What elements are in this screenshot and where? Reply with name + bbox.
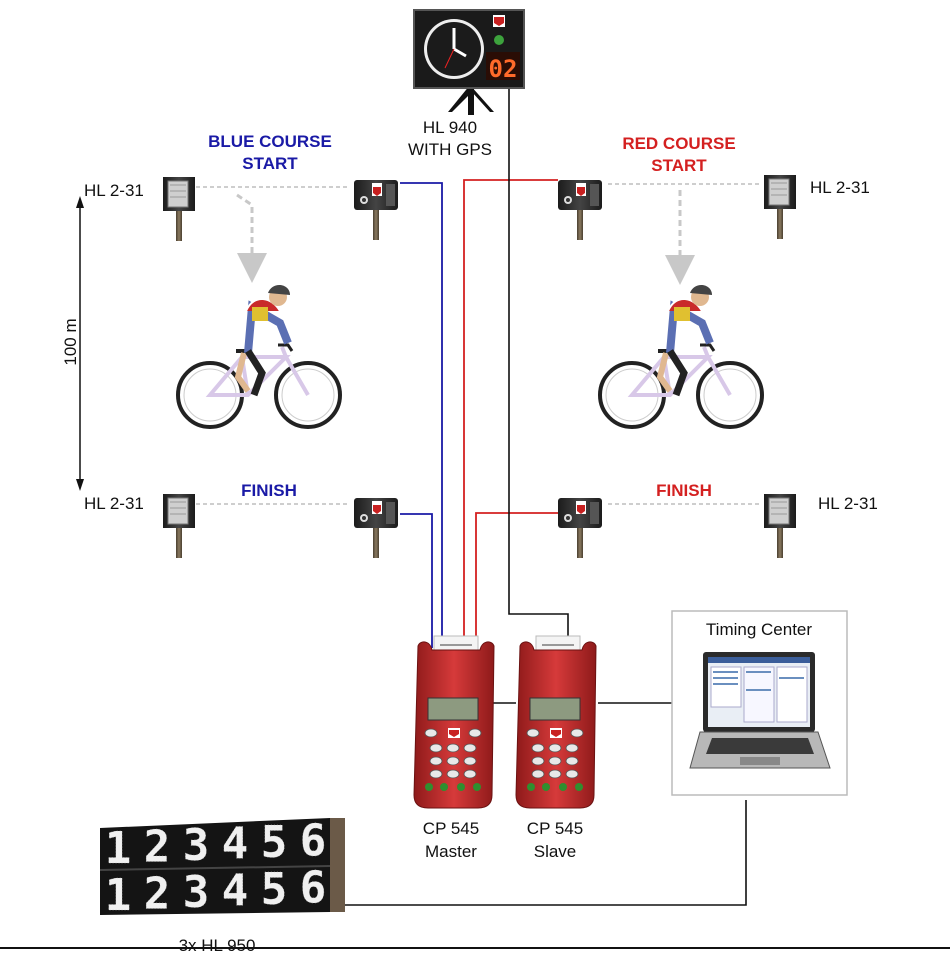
red-start-cable bbox=[463, 179, 558, 648]
distance-label: 100 m bbox=[61, 318, 80, 365]
scoreboard-digit: 4 bbox=[222, 819, 249, 870]
red-finish-title: FINISH bbox=[656, 481, 712, 500]
cp545-printer-icon bbox=[515, 635, 597, 809]
scoreboard-digit: 3 bbox=[183, 867, 210, 918]
red-finish-cable bbox=[475, 512, 558, 648]
cp545-printer-icon bbox=[413, 635, 495, 809]
reflector-icon bbox=[763, 174, 797, 240]
blue-finish-title: FINISH bbox=[241, 481, 297, 500]
photocell-icon bbox=[354, 180, 398, 240]
cp-master-label-line1: CP 545 bbox=[423, 819, 479, 838]
photocell-icon bbox=[354, 498, 398, 558]
scoreboard-digit: 2 bbox=[144, 822, 171, 873]
red-start-title-line1: RED COURSE bbox=[622, 134, 735, 153]
scoreboard-digit: 2 bbox=[144, 869, 171, 920]
hl231-label-top-right: HL 2-31 bbox=[810, 178, 870, 197]
cyclist-icon bbox=[600, 285, 762, 427]
blue-finish-cable bbox=[400, 513, 433, 648]
reflector-icon bbox=[162, 176, 196, 242]
scoreboard-digit: 5 bbox=[261, 864, 288, 915]
hl940-label-line1: HL 940 bbox=[423, 118, 477, 137]
scoreboard-digit: 1 bbox=[105, 823, 132, 874]
scoreboard-cable bbox=[345, 800, 747, 906]
blue-start-title-line1: BLUE COURSE bbox=[208, 132, 332, 151]
hl231-label-bottom-left: HL 2-31 bbox=[84, 494, 144, 513]
scoreboard-digit: 6 bbox=[300, 863, 327, 914]
blue-start-cable bbox=[400, 182, 443, 648]
scoreboard-digit: 6 bbox=[300, 816, 327, 867]
reflector-icon bbox=[763, 493, 797, 559]
cp-slave-label-line1: CP 545 bbox=[527, 819, 583, 838]
laptop-icon bbox=[689, 652, 831, 769]
red-start-title-line2: START bbox=[651, 156, 707, 175]
scoreboard-digit: 1 bbox=[105, 870, 132, 921]
hl231-label-bottom-right: HL 2-31 bbox=[818, 494, 878, 513]
scoreboard-label: 3x HL 950 bbox=[179, 936, 256, 953]
scoreboard-digit: 3 bbox=[183, 820, 210, 871]
reflector-icon bbox=[162, 493, 196, 559]
photocell-icon bbox=[558, 498, 602, 558]
distance-arrow bbox=[76, 196, 84, 491]
clock-digits: 02 bbox=[489, 55, 518, 83]
hl940-label-line2: WITH GPS bbox=[408, 140, 492, 159]
blue-direction-arrow bbox=[236, 193, 267, 283]
scoreboard-digit: 5 bbox=[261, 817, 288, 868]
scoreboard-digit: 4 bbox=[222, 866, 249, 917]
cp-slave-label-line2: Slave bbox=[534, 842, 577, 861]
cyclist-icon bbox=[178, 285, 340, 427]
hl940-clock-icon: 02 bbox=[413, 9, 525, 115]
gps-clock-cable bbox=[508, 80, 569, 640]
blue-start-title-line2: START bbox=[242, 154, 298, 173]
cp-master-label-line2: Master bbox=[425, 842, 477, 861]
hl231-label-top-left: HL 2-31 bbox=[84, 181, 144, 200]
photocell-icon bbox=[558, 180, 602, 240]
timing-center-title: Timing Center bbox=[706, 620, 812, 639]
